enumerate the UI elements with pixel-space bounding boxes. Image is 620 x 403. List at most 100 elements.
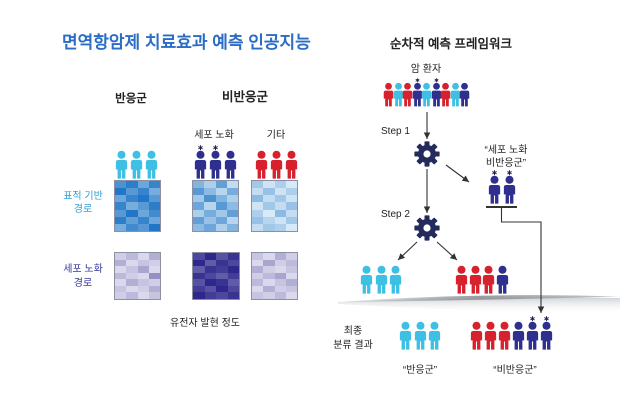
heatmap-cell [252, 195, 264, 203]
heatmap-cell [193, 209, 205, 217]
heatmap-senescence-senescence [192, 252, 240, 300]
person-body [459, 90, 470, 107]
person-body [130, 159, 143, 179]
person-body [421, 90, 432, 107]
heatmap-cell [263, 292, 275, 299]
heatmap-cell [274, 209, 286, 217]
person-head [442, 82, 449, 90]
heatmap-cell [126, 209, 138, 217]
person-body [270, 159, 283, 179]
heatmap-cell [215, 188, 227, 196]
other-person-icon [455, 260, 468, 294]
heatmap-cell [126, 223, 138, 231]
heatmap-cell [285, 285, 297, 293]
person-head [500, 321, 509, 330]
senescence-marker-icon [530, 316, 535, 322]
heatmap-cell [226, 181, 238, 189]
person-body [402, 90, 413, 107]
person-head [514, 321, 523, 330]
heatmap-cell [148, 202, 160, 210]
heatmap-cell [227, 266, 239, 273]
heatmap-cell [204, 279, 216, 286]
heatmap-cell [137, 292, 149, 299]
senescence-person-icon [459, 78, 470, 107]
arrow-step2-to-responders [397, 241, 418, 261]
senescence-person-icon [224, 145, 237, 179]
heatmap-cell [263, 188, 275, 196]
heatmap-cell [274, 266, 286, 273]
heatmap-cell [216, 292, 228, 299]
person-body [450, 90, 460, 107]
heatmap-cell [263, 266, 275, 273]
heatmap-cell [193, 216, 205, 224]
heatmap-cell [274, 202, 286, 210]
person-body [115, 159, 128, 179]
heatmap-cell [252, 181, 264, 189]
heatmap-senescence-responder [114, 252, 161, 300]
heatmap-cell [226, 188, 238, 196]
responder-header: 반응군 [115, 93, 147, 105]
senescence-marked-person-icon [488, 170, 501, 204]
person-body [428, 330, 441, 350]
person-head [497, 265, 507, 274]
person-body [209, 159, 222, 179]
person-head [415, 321, 425, 330]
step2-gear-icon [414, 215, 440, 241]
heatmap-cell [285, 279, 297, 286]
heatmap-cell [126, 285, 138, 293]
person-head [470, 265, 480, 274]
heatmap-cell [227, 253, 239, 260]
heatmap-cell [263, 253, 275, 260]
heatmap-cell [204, 209, 216, 217]
heatmap-cell [285, 259, 297, 267]
heatmap-cell [216, 253, 228, 260]
heatmap-cell [148, 292, 160, 299]
heatmap-cell [226, 202, 238, 210]
result-separator-line [338, 295, 620, 302]
heatmap-cell [193, 285, 205, 293]
other-person-icon [440, 78, 451, 107]
heatmap-cell [263, 209, 275, 217]
heatmap-cell [285, 209, 297, 217]
other-person-icon [498, 316, 511, 350]
heatmap-cell [193, 292, 205, 299]
person-head [226, 150, 235, 159]
other-person-icon [270, 145, 283, 179]
final-responder-group [399, 316, 441, 350]
heatmap-cell [252, 188, 264, 196]
other-person-icon [402, 78, 413, 107]
person-body [383, 90, 394, 107]
senescence-marked-person-icon [503, 170, 516, 204]
cancer-patients-group [383, 78, 470, 107]
heatmap-cell [263, 279, 275, 286]
heatmap-cell [285, 292, 297, 299]
heatmap-cell [216, 266, 228, 273]
heatmap-cell [252, 259, 264, 267]
senescence-marked-person-icon [431, 78, 442, 107]
person-body [194, 159, 207, 179]
heatmap-cell [115, 216, 127, 224]
heatmap-cell [226, 223, 238, 231]
final-classification-label: 최종 분류 결과 [322, 325, 384, 353]
heatmap-cell [226, 209, 238, 217]
heatmap-cell [285, 223, 297, 231]
heatmap-cell [216, 272, 228, 280]
other-person-icon [482, 260, 495, 294]
heatmap-cell [193, 223, 205, 231]
heatmap-cell [215, 195, 227, 203]
heatmap-cell [227, 292, 239, 299]
heatmap-cell [193, 272, 205, 280]
person-body [488, 184, 501, 204]
heatmap-cell [274, 195, 286, 203]
heatmap-cell [137, 272, 149, 280]
heatmap-cell [137, 188, 149, 196]
heatmap-target-responder [114, 180, 161, 232]
person-body [455, 274, 468, 294]
person-head [486, 321, 495, 330]
person-head [504, 175, 514, 184]
responder-person-icon [389, 260, 402, 294]
heatmap-cell [227, 285, 239, 293]
target-pathway-label-line2: 경로 [73, 204, 93, 215]
person-body [375, 274, 387, 294]
heatmap-cell [193, 181, 205, 189]
